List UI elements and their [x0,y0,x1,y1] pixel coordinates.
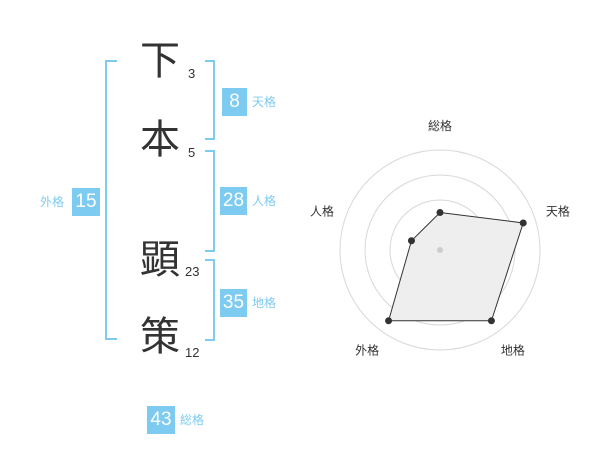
tenkaku-value: 8 [222,88,247,116]
jinkaku-value: 28 [220,187,247,215]
radar-ring-4 [339,149,541,351]
tenkaku-label: 天格 [252,95,277,109]
radar-point-5 [407,237,415,245]
radar-axis-label-3: 地格 [501,342,525,357]
radar-center [437,247,443,253]
tenkaku-bracket [205,60,215,140]
radar-point-1 [436,209,444,216]
gaikaku-value: 15 [72,188,100,216]
radar-point-3 [487,317,495,325]
radar-axis-label-5: 人格 [310,204,334,219]
name-char-2: 本 [140,117,180,163]
chikaku-value: 35 [220,289,247,317]
name-char-3: 顕 [140,237,180,283]
stroke-count-4: 12 [185,345,200,360]
chikaku-label: 地格 [252,296,277,310]
soukaku-label: 総格 [180,413,205,427]
gaikaku-bracket [105,60,117,340]
radar-ring-3 [364,174,516,326]
stroke-count-1: 3 [188,66,196,81]
radar-axis-label-2: 天格 [546,204,570,219]
gaikaku-label: 外格 [40,195,65,209]
radar-area [387,211,524,322]
radar-axis-label-1: 総格 [428,118,452,133]
name-char-4: 策 [140,314,180,360]
radar-point-2 [519,219,527,227]
jinkaku-label: 人格 [252,194,277,208]
radar-axis-label-4: 外格 [355,342,379,357]
chikaku-bracket [205,259,215,341]
jinkaku-bracket [205,150,215,252]
name-char-1: 下 [140,38,180,84]
stroke-count-2: 5 [188,145,196,160]
soukaku-value: 43 [147,406,175,434]
radar-point-4 [385,317,393,325]
stroke-count-3: 23 [185,264,200,279]
